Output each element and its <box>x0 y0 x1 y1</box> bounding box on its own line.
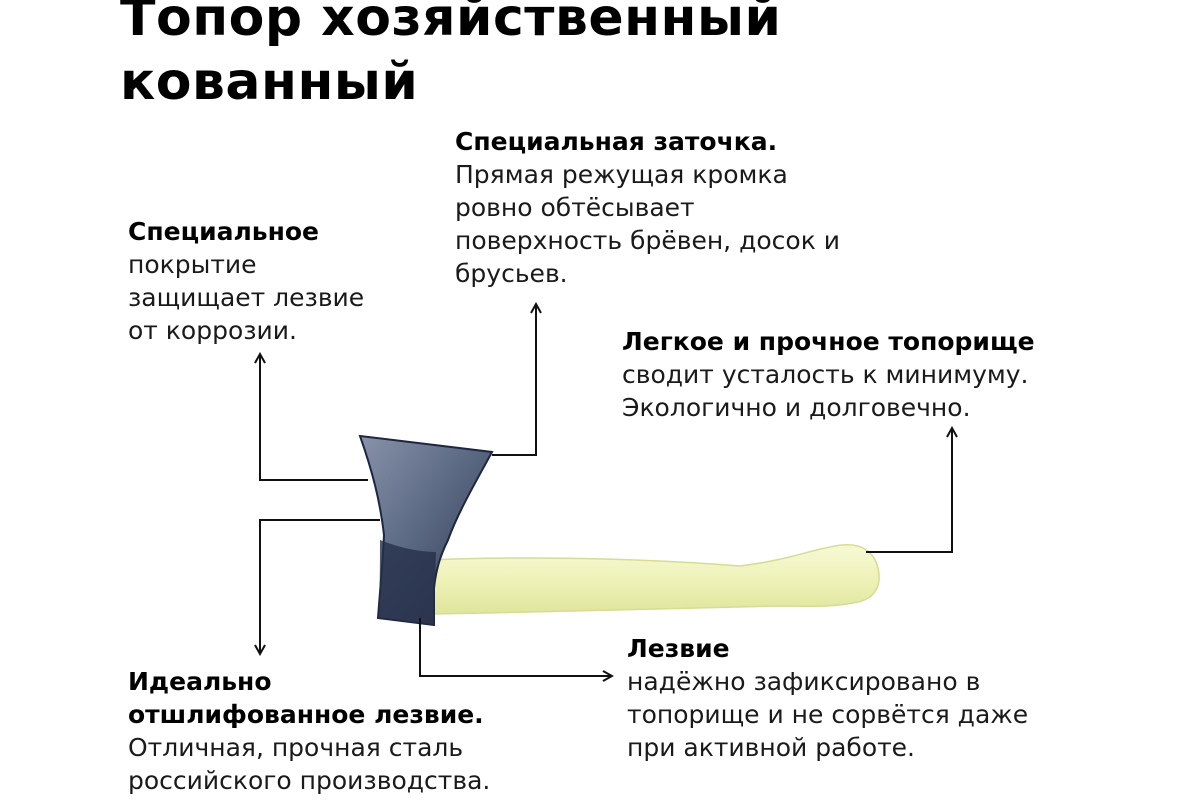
feature-blade-line-1: надёжно зафиксировано в <box>627 667 981 696</box>
feature-sharpening-line-4: брусьев. <box>455 259 568 288</box>
feature-blade-line-2: топорище и не сорвётся даже <box>627 700 1029 729</box>
feature-sharpening: Специальная заточка. Прямая режущая кром… <box>455 125 925 290</box>
blade-callout-line <box>419 618 612 676</box>
feature-handle-title: Легкое и прочное топорище <box>622 327 1035 356</box>
feature-sharpening-line-1: Прямая режущая кромка <box>455 160 788 189</box>
feature-handle-line-2: Экологично и долговечно. <box>622 393 971 422</box>
feature-blade: Лезвие надёжно зафиксировано в топорище … <box>627 632 1167 764</box>
feature-coating: Специальное покрытие защищает лезвие от … <box>128 215 428 347</box>
axe-eye <box>378 540 436 625</box>
axe-handle <box>427 544 880 615</box>
feature-sharpening-line-3: поверхность брёвен, досок и <box>455 226 840 255</box>
page-title: Топор хозяйственный кованный <box>120 0 781 114</box>
polished-blade-callout-line <box>260 519 380 654</box>
feature-polished-blade: Идеально отшлифованное лезвие. Отличная,… <box>128 665 648 797</box>
sharpening-callout-line <box>492 304 536 456</box>
feature-handle-line-1: сводит усталость к минимуму. <box>622 360 1029 389</box>
feature-polished-blade-line-2: российского производства. <box>128 766 491 795</box>
feature-polished-blade-title-2: отшлифованное лезвие. <box>128 700 484 729</box>
title-line-2: кованный <box>120 52 419 112</box>
feature-handle: Легкое и прочное топорище сводит усталос… <box>622 325 1182 424</box>
feature-polished-blade-line-1: Отличная, прочная сталь <box>128 733 464 762</box>
handle-callout-line <box>866 428 952 553</box>
feature-coating-line-2: защищает лезвие <box>128 283 365 312</box>
feature-sharpening-line-2: ровно обтёсывает <box>455 193 695 222</box>
feature-coating-line-1: покрытие <box>128 250 257 279</box>
feature-sharpening-title: Специальная заточка. <box>455 127 778 156</box>
feature-blade-line-3: при активной работе. <box>627 733 916 762</box>
feature-blade-title: Лезвие <box>627 634 730 663</box>
feature-coating-title: Специальное <box>128 217 320 246</box>
feature-polished-blade-title-1: Идеально <box>128 667 272 696</box>
title-line-1: Топор хозяйственный <box>120 0 782 48</box>
coating-callout-line <box>260 354 368 481</box>
feature-coating-line-3: от коррозии. <box>128 316 297 345</box>
